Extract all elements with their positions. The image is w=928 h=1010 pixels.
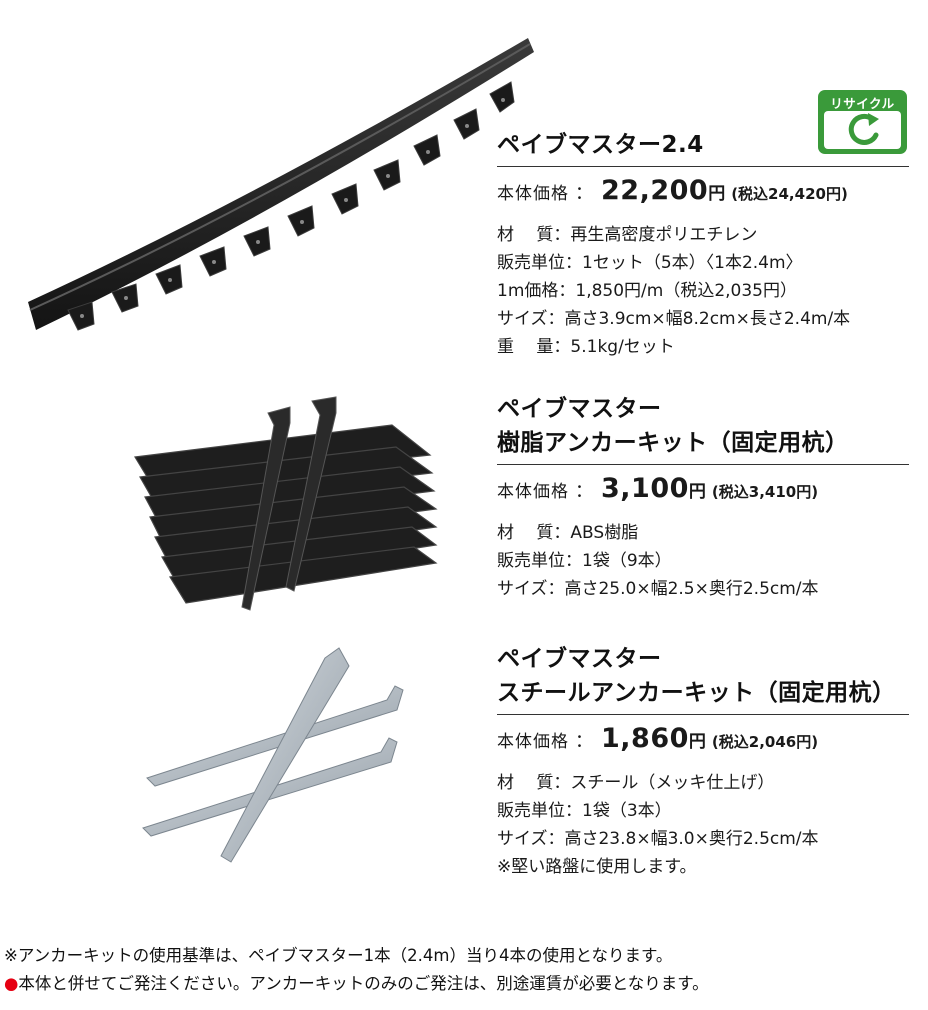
recycle-arrow-icon: [848, 113, 879, 145]
spec-sales-unit: 販売単位：1セット（5本）〈1本2.4m〉: [497, 253, 803, 273]
edging-strip-image: [20, 30, 540, 340]
title-rule: [497, 714, 909, 715]
product-title-line2: 樹脂アンカーキット（固定用杭）: [497, 430, 849, 456]
price-colon: ：: [575, 481, 593, 502]
price-value: 3,100: [601, 473, 689, 504]
price-yen: 円: [688, 732, 706, 752]
price-row: 本体価格 ： 3,100 円 (税込3,410円): [497, 473, 909, 505]
spec-material: 材 質：ABS樹脂: [497, 523, 639, 543]
price-value: 22,200: [601, 175, 709, 206]
spec-list: 材 質：再生高密度ポリエチレン 販売単位：1セット（5本）〈1本2.4m〉 1m…: [497, 221, 909, 361]
spec-sales-unit: 販売単位：1袋（3本）: [497, 801, 672, 821]
title-rule: [497, 166, 909, 167]
price-label: 本体価格: [497, 732, 569, 752]
recycle-badge-panel: [824, 111, 901, 149]
product-title-line2: スチールアンカーキット（固定用杭）: [497, 680, 896, 706]
spec-material: 材 質：スチール（メッキ仕上げ）: [497, 773, 775, 793]
spec-meter-price: 1m価格：1,850円/m（税込2,035円）: [497, 281, 797, 301]
footnote-order-notice: ●本体と併せてご発注ください。アンカーキットのみのご発注は、別途運賃が必要となり…: [4, 970, 709, 994]
red-bullet-icon: ●: [4, 974, 19, 993]
price-tax-included: (税込3,410円): [711, 483, 819, 501]
footnote-order-text: 本体と併せてご発注ください。アンカーキットのみのご発注は、別途運賃が必要となりま…: [18, 974, 709, 993]
spec-material: 材 質：再生高密度ポリエチレン: [497, 225, 758, 245]
spec-weight: 重 量：5.1kg/セット: [497, 337, 675, 357]
price-tax-included: (税込2,046円): [711, 733, 819, 751]
price-yen: 円: [688, 482, 706, 502]
spec-sales-unit: 販売単位：1袋（9本）: [497, 551, 672, 571]
spec-size: サイズ：高さ3.9cm×幅8.2cm×長さ2.4m/本: [497, 309, 851, 329]
product-steel-anchor-kit: ペイブマスター スチールアンカーキット（固定用杭） 本体価格 ： 1,860 円…: [497, 642, 909, 881]
price-colon: ：: [575, 183, 593, 204]
resin-anchor-image: [130, 395, 440, 625]
spec-list: 材 質：ABS樹脂 販売単位：1袋（9本） サイズ：高さ25.0×幅2.5×奥行…: [497, 519, 909, 603]
product-title-line1: ペイブマスター: [497, 396, 662, 422]
price-colon: ：: [575, 731, 593, 752]
price-row: 本体価格 ： 22,200 円 (税込24,420円): [497, 175, 909, 207]
recycle-badge: リサイクル: [818, 90, 907, 154]
price-value: 1,860: [601, 723, 689, 754]
spec-note: ※堅い路盤に使用します。: [497, 857, 697, 877]
product-paivemaster: ペイブマスター2.4 本体価格 ： 22,200 円 (税込24,420円) 材…: [497, 128, 909, 361]
product-title: ペイブマスター2.4: [497, 132, 704, 158]
spec-size: サイズ：高さ23.8×幅3.0×奥行2.5cm/本: [497, 829, 819, 849]
steel-anchor-image: [125, 640, 425, 880]
product-resin-anchor-kit: ペイブマスター 樹脂アンカーキット（固定用杭） 本体価格 ： 3,100 円 (…: [497, 392, 909, 603]
price-label: 本体価格: [497, 482, 569, 502]
recycle-badge-label: リサイクル: [830, 96, 895, 111]
spec-size: サイズ：高さ25.0×幅2.5×奥行2.5cm/本: [497, 579, 819, 599]
price-row: 本体価格 ： 1,860 円 (税込2,046円): [497, 723, 909, 755]
product-title-line1: ペイブマスター: [497, 646, 662, 672]
price-tax-included: (税込24,420円): [731, 185, 848, 203]
price-yen: 円: [708, 184, 726, 204]
title-rule: [497, 464, 909, 465]
price-label: 本体価格: [497, 184, 569, 204]
spec-list: 材 質：スチール（メッキ仕上げ） 販売単位：1袋（3本） サイズ：高さ23.8×…: [497, 769, 909, 881]
footnote-usage-standard: ※アンカーキットの使用基準は、ペイブマスター1本（2.4m）当り4本の使用となり…: [4, 946, 673, 965]
